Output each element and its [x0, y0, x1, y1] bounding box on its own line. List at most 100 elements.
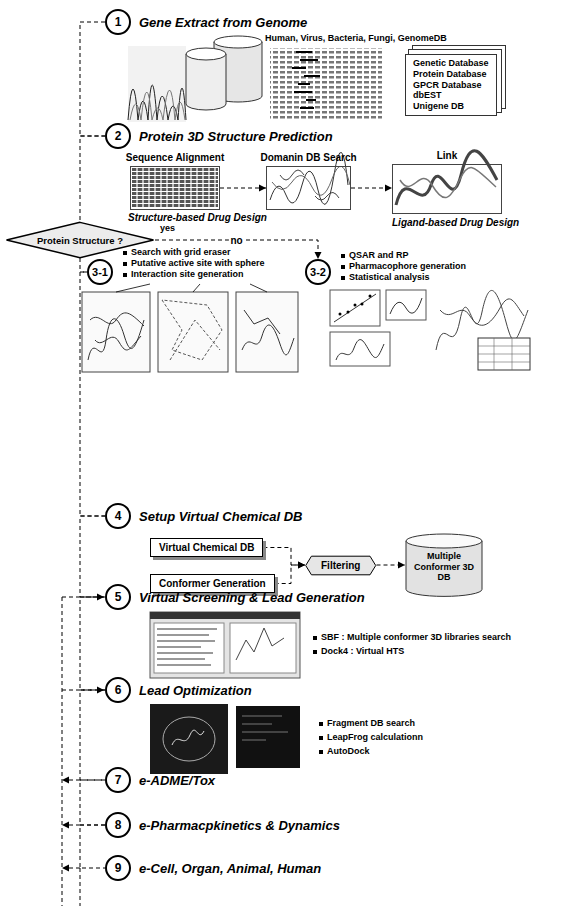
node-text: Filtering: [321, 560, 360, 571]
database-cylinder: Multiple Conformer 3D DB: [405, 533, 483, 597]
sequence-listing: [270, 48, 382, 120]
step-number: 6: [105, 677, 131, 703]
step-number: 8: [105, 812, 131, 838]
step-number: 7: [105, 767, 131, 793]
step-heading: Gene Extract from Genome: [139, 15, 307, 30]
database-name: Unigene DB: [413, 101, 489, 112]
image-panel: Sequence Alignment: [130, 166, 220, 210]
connector-line: [80, 22, 105, 136]
note-label: Human, Virus, Bacteria, Fungi, GenomeDB: [265, 33, 447, 43]
step-heading: Setup Virtual Chemical DB: [139, 509, 303, 524]
node-text: Multiple Conformer 3D DB: [405, 533, 483, 587]
connector: [80, 272, 105, 516]
linked-structure-image: [396, 151, 497, 205]
step-node: 1 Gene Extract from Genome: [105, 9, 307, 35]
chromatogram: [128, 46, 186, 122]
node-text: Conformer Generation: [159, 578, 266, 589]
panel-caption: Link: [437, 150, 458, 161]
step-node: 4 Setup Virtual Chemical DB: [105, 503, 303, 529]
connector: [220, 185, 266, 192]
qsar-images: [330, 290, 530, 370]
step-heading: Lead Optimization: [139, 683, 252, 698]
connector: [377, 562, 406, 569]
connector-line: [80, 825, 105, 868]
connector: [80, 22, 105, 136]
image-caption: Structure-based Drug Design: [128, 212, 267, 223]
arrowhead: [398, 562, 405, 569]
arrowhead: [259, 185, 266, 192]
image-caption: Ligand-based Drug Design: [392, 217, 519, 228]
connector-line: [80, 597, 105, 690]
node-text: Protein Structure ?: [37, 235, 123, 246]
step-node: 8 e-Pharmacpkinetics & Dynamics: [105, 812, 340, 838]
bullet-item: Statistical analysis: [340, 272, 430, 282]
step-number: 1: [105, 9, 131, 35]
screening-screenshot: [150, 612, 300, 678]
step-number: 4: [105, 503, 131, 529]
panel-caption: Sequence Alignment: [126, 152, 225, 163]
step-number: 9: [105, 855, 131, 881]
step-heading: e-ADME/Tox: [139, 773, 215, 788]
bullet-item: Fragment DB search: [318, 718, 415, 728]
bullet-item: AutoDock: [318, 746, 370, 756]
process-box: Virtual Chemical DB: [150, 538, 263, 557]
database-list: Genetic DatabaseProtein DatabaseGPCR Dat…: [405, 54, 497, 116]
step-node: 5 Virtual Screening & Lead Generation: [105, 584, 365, 610]
bullet-item: Search with grid eraser: [122, 247, 231, 257]
connector: [80, 825, 105, 868]
step-node: 9 e-Cell, Organ, Animal, Human: [105, 855, 321, 881]
step-node: 2Protein 3D Structure Prediction: [105, 123, 333, 149]
connector: [80, 516, 105, 597]
step-heading: e-Cell, Organ, Animal, Human: [139, 861, 321, 876]
branch-label: yes: [160, 223, 175, 233]
bullet-item: SBF : Multiple conformer 3D libraries se…: [312, 632, 511, 642]
feedback-arrowheads: [62, 594, 104, 872]
database-name: Protein Database: [413, 69, 489, 80]
bullet-item: Dock4 : Virtual HTS: [312, 646, 404, 656]
bullet-item: LeapFrog calculationn: [318, 732, 423, 742]
database-name: GPCR Database: [413, 80, 489, 91]
bullet-item: Pharmacophore generation: [340, 261, 466, 271]
arrowhead: [298, 562, 305, 569]
connector: [351, 185, 392, 192]
substep-number: 3-2: [310, 266, 326, 278]
step-heading: e-Pharmacpkinetics & Dynamics: [139, 818, 340, 833]
bullet-item: QSAR and RP: [340, 250, 409, 260]
database-cylinders: [186, 36, 262, 110]
bullet-item: Interaction site generation: [122, 269, 244, 279]
step-heading: Virtual Screening & Lead Generation: [139, 590, 365, 605]
connector-line: [80, 258, 87, 272]
filter-hexagon: Filtering: [305, 556, 376, 575]
step-node: 6 Lead Optimization: [105, 677, 252, 703]
connector-line: [80, 516, 105, 597]
connector-line: [80, 780, 105, 825]
arrowhead: [315, 252, 322, 259]
connector: [80, 258, 87, 272]
arrowhead: [385, 185, 392, 192]
connector-line: [80, 136, 105, 222]
panel-caption: Domanin DB Search: [260, 152, 356, 163]
node-text: Virtual Chemical DB: [159, 542, 254, 553]
hexagon-shape: [306, 556, 376, 575]
connector-line: [275, 565, 305, 584]
database-name: Genetic Database: [413, 58, 489, 69]
step-number: 5: [105, 584, 131, 610]
arrowhead: [298, 562, 305, 569]
substep-circle: 3-2: [305, 259, 331, 285]
image-panel: Link: [392, 164, 502, 214]
connector-line: [80, 690, 105, 780]
optimization-images: [150, 704, 300, 774]
connector-label: no: [228, 235, 244, 246]
image-panel: Domanin DB Search: [266, 166, 351, 210]
bullet-item: Putative active site with sphere: [122, 258, 265, 268]
step-number: 2: [105, 123, 131, 149]
connector: [80, 690, 105, 780]
connector: [80, 136, 105, 222]
alignment-image: [132, 168, 218, 208]
database-name: dbEST: [413, 90, 489, 101]
connector: [80, 597, 105, 690]
active-site-images: [82, 284, 298, 372]
connector-line: [80, 272, 105, 516]
connector: [80, 780, 105, 825]
